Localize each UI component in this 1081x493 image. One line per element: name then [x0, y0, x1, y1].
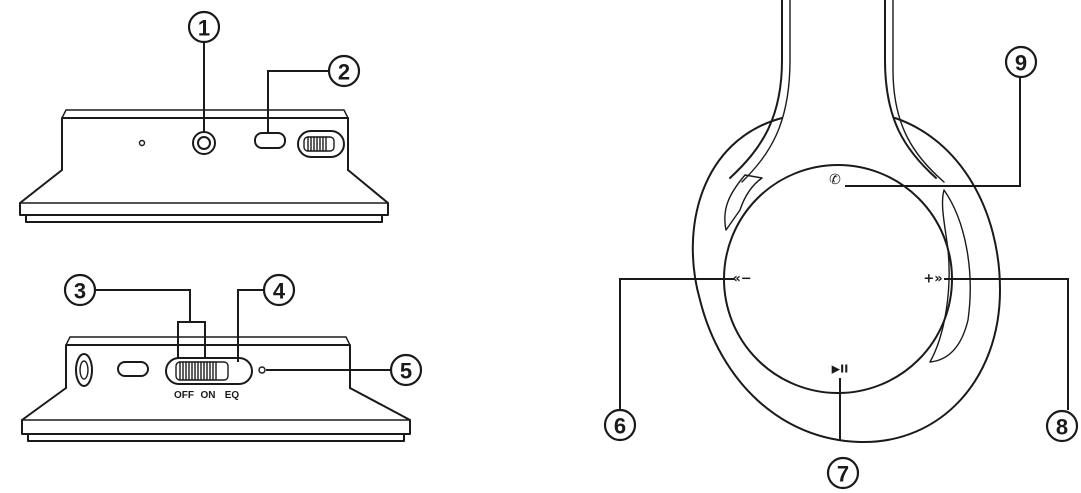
usb-port-side: [118, 362, 148, 376]
callout-8: 8: [1047, 411, 1077, 441]
switch-label-eq: EQ: [225, 390, 240, 401]
next-volume-up-icon: +»: [923, 272, 942, 287]
svg-text:4: 4: [273, 279, 286, 304]
callout-3: 3: [65, 275, 95, 305]
headphone-side-view: ✆ «− +» ▶II: [620, 0, 1068, 442]
callout-2: 2: [329, 56, 359, 86]
callout-1: 1: [189, 12, 219, 42]
svg-text:9: 9: [1015, 51, 1027, 76]
callout-7: 7: [828, 458, 858, 488]
switch-label-on: ON: [201, 390, 216, 401]
mic-hole: [140, 141, 145, 146]
callout-5: 5: [391, 355, 421, 385]
svg-text:8: 8: [1056, 415, 1068, 440]
power-eq-switch: [166, 358, 252, 384]
slide-switch-top: [298, 131, 344, 157]
aux-jack: [193, 132, 215, 154]
usb-port: [255, 133, 285, 148]
svg-text:7: 7: [837, 462, 849, 487]
led-indicator: [259, 367, 265, 373]
callout-6: 6: [605, 410, 635, 440]
svg-text:2: 2: [338, 60, 350, 85]
svg-text:5: 5: [400, 359, 412, 384]
svg-text:1: 1: [198, 16, 210, 41]
svg-text:3: 3: [74, 279, 86, 304]
svg-text:6: 6: [614, 414, 626, 439]
switch-label-off: OFF: [174, 390, 194, 401]
previous-volume-down-icon: «−: [732, 272, 751, 287]
play-pause-icon: ▶II: [832, 363, 849, 376]
callout-9: 9: [1006, 47, 1036, 77]
touch-control-plate: [724, 165, 952, 393]
bottom-earcup-view: OFF ON EQ: [22, 290, 410, 441]
phone-icon: ✆: [829, 172, 841, 188]
aux-jack-side: [76, 354, 92, 386]
callout-4: 4: [264, 275, 294, 305]
